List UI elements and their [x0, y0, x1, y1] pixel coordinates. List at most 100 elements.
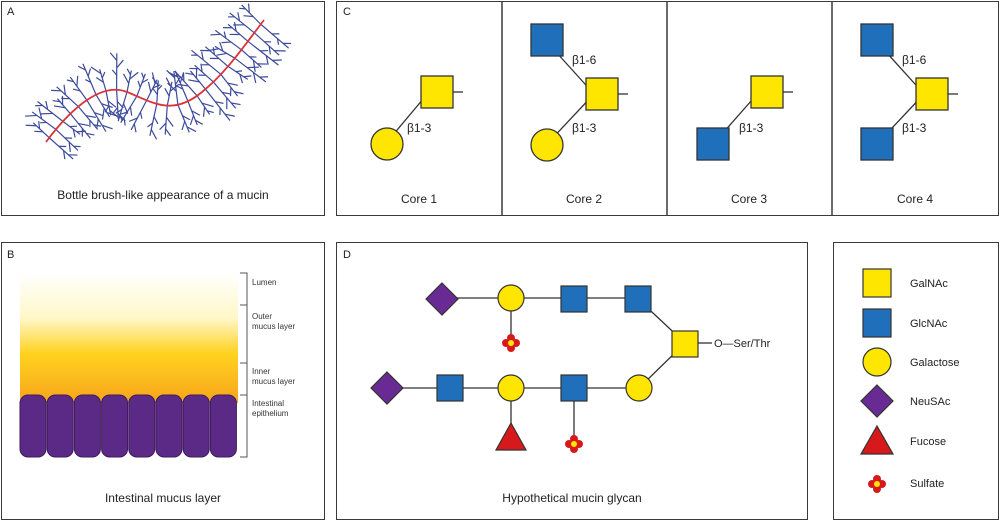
- brush-twig: [210, 33, 221, 36]
- brush-twig: [141, 78, 149, 84]
- legend-symbol-neusac: [860, 384, 894, 418]
- core-2-link-upper: β1-6: [572, 53, 597, 67]
- brush-twig: [45, 100, 49, 110]
- epithelial-cell: [19, 394, 47, 458]
- brush-twig: [168, 71, 178, 78]
- brush-branch: [120, 95, 138, 123]
- layer-bracket: [240, 272, 248, 458]
- epithelium-cells: [19, 394, 237, 458]
- brush-twig: [85, 115, 96, 118]
- brush-twig: [147, 81, 152, 93]
- panel-a: A Bottle brush-like appearance of a muci…: [1, 1, 325, 216]
- brush-twig: [104, 105, 110, 113]
- brush-twig: [133, 123, 137, 133]
- brush-branch: [117, 91, 128, 122]
- panel-d: D O—Ser/Thr: [336, 242, 808, 520]
- brush-twig: [101, 71, 106, 79]
- panel-d-letter: D: [343, 249, 351, 261]
- layer-label: mucus layer: [252, 322, 295, 331]
- brush-twig: [252, 60, 256, 72]
- brush-twig: [215, 101, 224, 104]
- brush-branch: [227, 23, 249, 42]
- brush-twig: [72, 129, 76, 138]
- brush-twig: [235, 70, 243, 73]
- brush-branch: [241, 4, 262, 25]
- brush-twig: [153, 116, 159, 125]
- brush-branch: [191, 49, 222, 75]
- layer-label: Intestinal: [252, 399, 284, 408]
- neu5ac-lower: [370, 371, 404, 405]
- brush-twig: [186, 126, 197, 133]
- brush-branch: [227, 65, 249, 80]
- brush-twig: [107, 100, 117, 108]
- brush-branch: [32, 122, 50, 139]
- brush-twig: [167, 82, 177, 92]
- brush-twig: [38, 121, 41, 129]
- brush-twig: [90, 66, 102, 75]
- panel-a-letter: A: [7, 6, 15, 18]
- epithelial-cell: [46, 394, 74, 458]
- brush-branch: [241, 49, 262, 68]
- legend-symbol-galactose: [862, 347, 892, 377]
- brush-twig: [109, 52, 118, 61]
- brush-branch: [173, 70, 179, 105]
- brush-branch: [136, 73, 146, 97]
- legend-label-sulfate: Sulfate: [910, 478, 944, 490]
- brush-twig: [195, 119, 204, 125]
- brush-twig: [139, 112, 143, 119]
- brush-twig: [123, 117, 126, 126]
- epithelial-cell: [209, 394, 237, 458]
- brush-twig: [227, 82, 238, 86]
- legend-label-glcnac: GlcNAc: [910, 318, 948, 330]
- brush-branch: [82, 63, 97, 95]
- brush-twig: [182, 115, 191, 121]
- epithelial-cell: [155, 394, 183, 458]
- brush-branch: [116, 89, 119, 120]
- brush-twig: [165, 116, 174, 127]
- brush-twig: [85, 79, 92, 83]
- brush-twig: [109, 110, 120, 119]
- brush-twig: [165, 128, 172, 137]
- brush-twig: [219, 41, 224, 52]
- glcnac-upper-1: [560, 285, 588, 313]
- brush-twig: [126, 68, 132, 76]
- brush-twig: [173, 74, 180, 77]
- brush-branch: [174, 70, 198, 97]
- ser-thr-attachment: O—Ser/Thr: [714, 338, 771, 350]
- neu5ac-upper: [425, 282, 459, 316]
- brush-twig: [86, 132, 95, 136]
- mucin-bottle-brush: [25, 3, 292, 160]
- brush-twig: [122, 73, 130, 84]
- brush-twig: [157, 84, 163, 91]
- legend-symbol-glcnac: [862, 308, 892, 338]
- brush-twig: [189, 115, 195, 126]
- brush-twig: [72, 88, 81, 92]
- brush-branch: [149, 103, 158, 136]
- brush-twig: [113, 107, 119, 114]
- layer-label: epithelium: [252, 409, 289, 418]
- brush-twig: [63, 84, 66, 95]
- brush-branch: [260, 23, 290, 49]
- mucus-gradient: [20, 273, 238, 403]
- brush-twig: [252, 72, 257, 84]
- glcnac-lower-1: [436, 374, 464, 402]
- core-4-label: Core 4: [897, 192, 933, 206]
- brush-twig: [174, 84, 184, 90]
- brush-twig: [179, 84, 189, 87]
- brush-branch: [212, 81, 237, 109]
- core-2-structure: β1-6 β1-3: [530, 23, 628, 162]
- brush-twig: [239, 74, 244, 84]
- brush-branch: [234, 57, 267, 83]
- brush-twig: [115, 108, 123, 114]
- brush-twig: [247, 66, 259, 69]
- panel-b-caption: Intestinal mucus layer: [104, 491, 222, 505]
- brush-twig: [52, 99, 61, 103]
- legend-label-neusac: NeuSAc: [910, 396, 951, 408]
- brush-twig: [247, 3, 250, 13]
- legend-symbol-sulfate: [868, 475, 886, 493]
- brush-twig: [233, 21, 237, 32]
- brush-twig: [150, 129, 158, 140]
- brush-twig: [101, 108, 105, 120]
